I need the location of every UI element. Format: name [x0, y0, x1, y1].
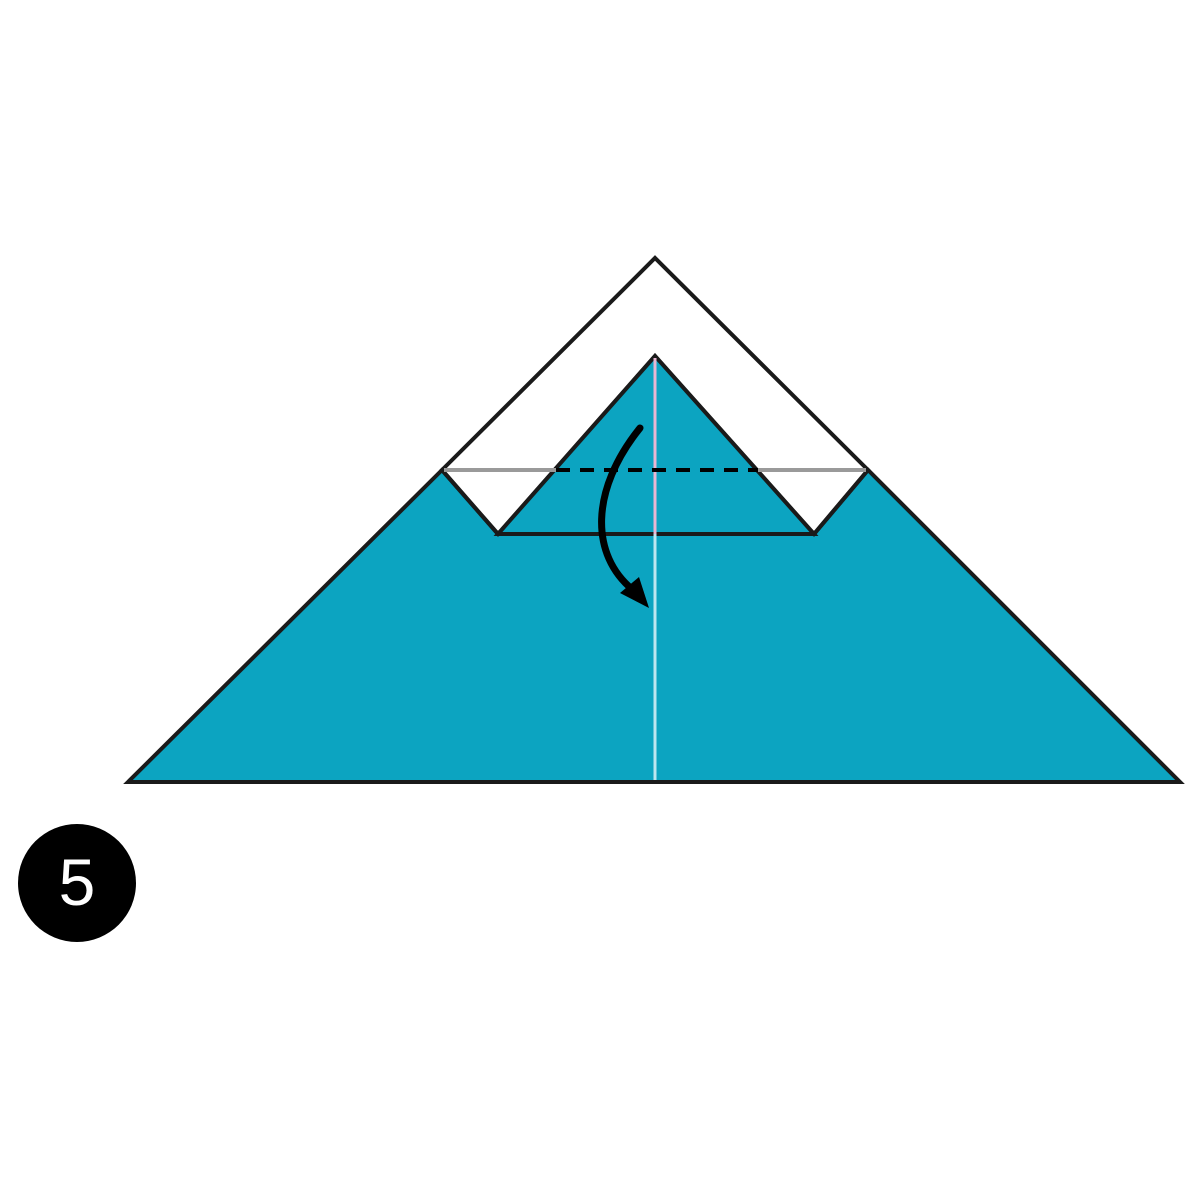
fold-arrow-head — [620, 577, 649, 608]
step-number: 5 — [58, 845, 96, 919]
right-inner-edge — [812, 468, 870, 536]
step-number-badge: 5 — [18, 824, 136, 942]
fold-arrow — [598, 424, 644, 594]
left-inner-edge — [440, 468, 500, 536]
